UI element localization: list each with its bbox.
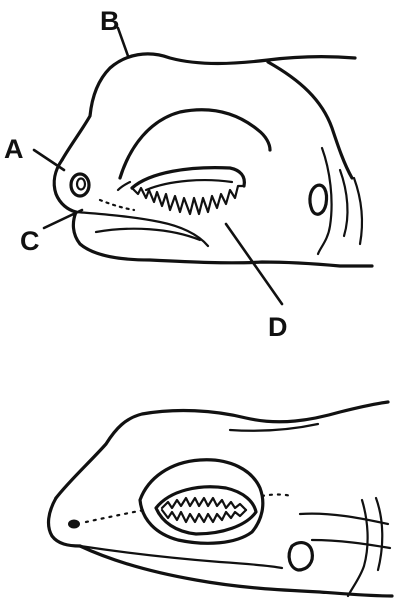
bottom-neck-crease-2 (312, 540, 390, 548)
top-head-drawing (34, 28, 372, 304)
top-snout-outline (54, 160, 76, 212)
top-eye-upper-lid (132, 168, 244, 188)
top-eye-serrated-lid (132, 186, 244, 214)
bottom-eye-outer (156, 487, 256, 534)
leader-line-b (118, 28, 128, 56)
top-neck-fold-3 (354, 178, 362, 244)
label-c: C (20, 226, 40, 256)
bottom-eye-serrated-upper (162, 498, 246, 510)
top-nostril-ring (71, 174, 89, 196)
leader-line-a (34, 150, 64, 170)
bottom-neck-fold-2 (376, 498, 382, 570)
bottom-head-drawing (49, 402, 392, 596)
label-a: A (4, 134, 24, 164)
bottom-ear-opening (289, 543, 312, 570)
bottom-crown-fold (230, 424, 318, 431)
top-neck-fold-2 (340, 170, 347, 236)
bottom-neck-crease-1 (300, 514, 388, 524)
top-lower-jaw (73, 212, 372, 266)
top-ear-opening (310, 185, 327, 214)
top-nostril-opening (77, 179, 85, 190)
bottom-head-outline (56, 402, 388, 498)
bottom-skin-dots-rear (262, 495, 292, 497)
leader-line-c (44, 210, 82, 228)
bottom-eye (156, 487, 256, 534)
top-orbit-lower (118, 182, 130, 190)
top-neck-fold-1 (318, 148, 332, 254)
label-d: D (268, 312, 288, 342)
bottom-skin-dots (86, 510, 144, 522)
top-eye-inner-fold (146, 180, 232, 190)
top-neck-outline (268, 62, 352, 178)
top-skin-dots (100, 200, 134, 210)
bottom-neck-fold-1 (348, 500, 368, 596)
top-nostril (71, 174, 89, 196)
bottom-nostril (69, 520, 80, 528)
bottom-eye-serrated-lower (162, 510, 246, 522)
top-head-outline (62, 54, 355, 160)
top-eye (132, 168, 244, 214)
label-b: B (100, 6, 120, 36)
